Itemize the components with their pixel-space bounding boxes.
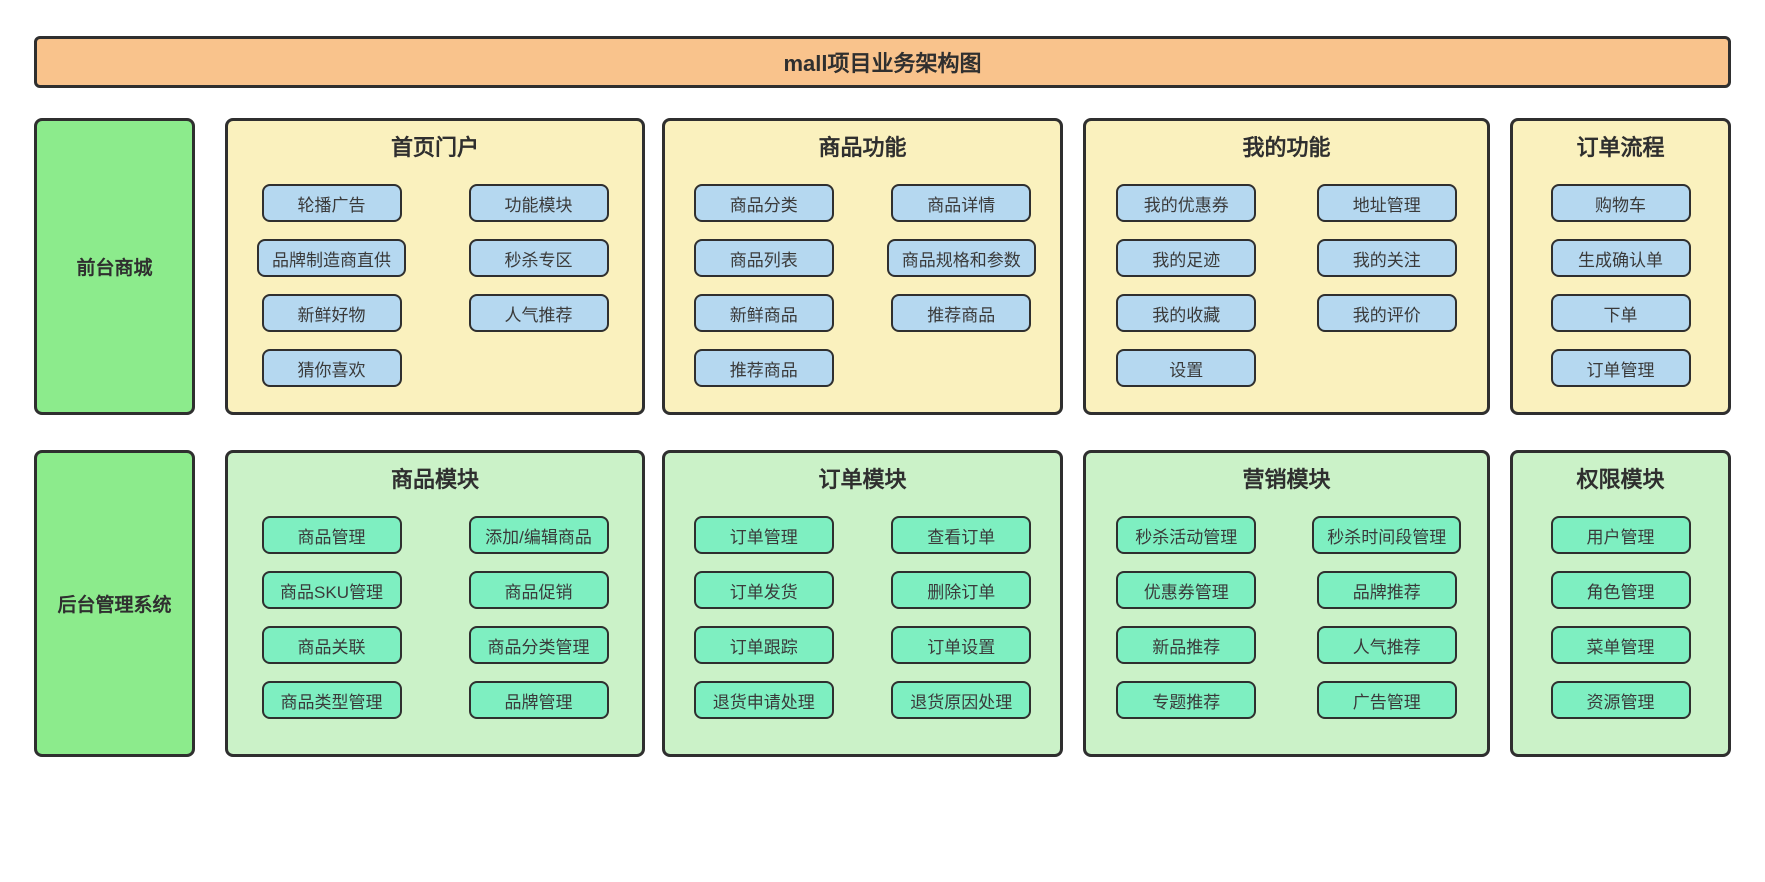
module-box: 品牌管理 <box>468 681 609 719</box>
module-box: 品牌制造商直供 <box>257 239 406 277</box>
section-label: 前台商城 <box>34 118 195 415</box>
panel-buttons: 用户管理角色管理菜单管理资源管理 <box>1513 516 1728 719</box>
module-box: 我的足迹 <box>1116 239 1257 277</box>
module-box: 商品关联 <box>261 626 402 664</box>
module-box: 商品管理 <box>261 516 402 554</box>
module-panel: 权限模块用户管理角色管理菜单管理资源管理 <box>1510 450 1731 757</box>
panel-buttons: 购物车生成确认单下单订单管理 <box>1513 184 1728 387</box>
module-box: 订单设置 <box>891 626 1032 664</box>
panel-buttons: 轮播广告 功能模块品牌制造商直供 秒杀专区新鲜好物 人气推荐猜你喜欢 <box>228 184 642 387</box>
module-panel: 商品模块商品管理 添加/编辑商品商品SKU管理 商品促销商品关联 商品分类管理商品类型… <box>225 450 645 757</box>
diagram-title-banner: mall项目业务架构图 <box>34 36 1731 88</box>
module-box: 新鲜好物 <box>261 294 402 332</box>
module-box: 我的关注 <box>1316 239 1457 277</box>
module-box: 用户管理 <box>1550 516 1691 554</box>
module-box: 专题推荐 <box>1116 681 1257 719</box>
module-panel: 订单流程购物车生成确认单下单订单管理 <box>1510 118 1731 415</box>
module-box: 订单管理 <box>693 516 834 554</box>
diagram-title: mall项目业务架构图 <box>783 51 982 76</box>
module-box: 新鲜商品 <box>693 294 834 332</box>
module-box: 轮播广告 <box>261 184 402 222</box>
module-box: 猜你喜欢 <box>261 349 402 387</box>
module-box: 人气推荐 <box>468 294 609 332</box>
module-box: 我的收藏 <box>1116 294 1257 332</box>
section-label: 后台管理系统 <box>34 450 195 757</box>
module-box: 新品推荐 <box>1116 626 1257 664</box>
module-box: 商品规格和参数 <box>886 239 1036 277</box>
panel-buttons: 商品分类商品详情商品列表商品规格和参数新鲜商品推荐商品推荐商品 <box>665 184 1060 387</box>
module-panel: 首页门户轮播广告 功能模块品牌制造商直供 秒杀专区新鲜好物 人气推荐猜你喜欢 <box>225 118 645 415</box>
panel-buttons: 订单管理 查看订单订单发货 删除订单订单跟踪 订单设置退货申请处理 退货原因处理 <box>665 516 1060 719</box>
module-box: 推荐商品 <box>891 294 1032 332</box>
module-box: 查看订单 <box>891 516 1032 554</box>
module-box: 我的优惠券 <box>1116 184 1257 222</box>
diagram-row: 前台商城 首页门户轮播广告 功能模块品牌制造商直供 秒杀专区新鲜好物 人气推荐猜你喜欢 商… <box>34 118 1731 415</box>
module-box: 设置 <box>1116 349 1257 387</box>
panel-title: 订单流程 <box>1576 135 1665 160</box>
module-box: 商品详情 <box>891 184 1032 222</box>
panel-title: 我的功能 <box>1242 135 1331 160</box>
module-box: 订单发货 <box>693 571 834 609</box>
module-box: 商品促销 <box>468 571 609 609</box>
module-box: 删除订单 <box>891 571 1032 609</box>
module-box: 广告管理 <box>1316 681 1457 719</box>
module-box: 购物车 <box>1550 184 1691 222</box>
module-box: 生成确认单 <box>1550 239 1691 277</box>
diagram-row: 后台管理系统 商品模块商品管理 添加/编辑商品商品SKU管理 商品促销商品关联 商品分类… <box>34 450 1731 757</box>
module-box: 我的评价 <box>1316 294 1457 332</box>
module-panel: 我的功能我的优惠券 地址管理我的足迹 我的关注我的收藏 我的评价设置 <box>1083 118 1490 415</box>
panel-title: 首页门户 <box>390 135 479 160</box>
module-panel: 营销模块秒杀活动管理 秒杀时间段管理优惠券管理 品牌推荐新品推荐 人气推荐专题推荐 广告… <box>1083 450 1490 757</box>
module-box: 商品类型管理 <box>261 681 402 719</box>
module-box: 功能模块 <box>468 184 609 222</box>
panel-title: 商品功能 <box>818 135 907 160</box>
module-box: 商品列表 <box>693 239 834 277</box>
module-box: 添加/编辑商品 <box>468 516 609 554</box>
module-box: 商品分类管理 <box>468 626 609 664</box>
module-box: 人气推荐 <box>1316 626 1457 664</box>
module-box: 推荐商品 <box>693 349 834 387</box>
module-box: 地址管理 <box>1316 184 1457 222</box>
panel-title: 权限模块 <box>1576 467 1665 492</box>
module-box: 秒杀专区 <box>468 239 609 277</box>
panel-buttons: 我的优惠券 地址管理我的足迹 我的关注我的收藏 我的评价设置 <box>1086 184 1487 387</box>
module-panel: 订单模块订单管理 查看订单订单发货 删除订单订单跟踪 订单设置退货申请处理 退货原因处理 <box>662 450 1063 757</box>
module-box: 品牌推荐 <box>1316 571 1457 609</box>
module-box: 菜单管理 <box>1550 626 1691 664</box>
module-box: 订单管理 <box>1550 349 1691 387</box>
panel-title: 营销模块 <box>1242 467 1331 492</box>
module-box: 退货原因处理 <box>891 681 1032 719</box>
module-box: 商品分类 <box>693 184 834 222</box>
module-box: 优惠券管理 <box>1116 571 1257 609</box>
module-box: 秒杀活动管理 <box>1116 516 1257 554</box>
module-box: 角色管理 <box>1550 571 1691 609</box>
panel-title: 订单模块 <box>818 467 907 492</box>
module-box: 资源管理 <box>1550 681 1691 719</box>
module-box: 商品SKU管理 <box>261 571 402 609</box>
module-box: 秒杀时间段管理 <box>1312 516 1462 554</box>
module-box: 订单跟踪 <box>693 626 834 664</box>
panel-title: 商品模块 <box>390 467 479 492</box>
module-panel: 商品功能商品分类商品详情商品列表商品规格和参数新鲜商品推荐商品推荐商品 <box>662 118 1063 415</box>
module-box: 退货申请处理 <box>693 681 834 719</box>
module-box: 下单 <box>1550 294 1691 332</box>
panel-buttons: 商品管理 添加/编辑商品商品SKU管理 商品促销商品关联 商品分类管理商品类型管理 品牌… <box>228 516 642 719</box>
panel-buttons: 秒杀活动管理 秒杀时间段管理优惠券管理 品牌推荐新品推荐 人气推荐专题推荐 广告管理 <box>1086 516 1487 719</box>
